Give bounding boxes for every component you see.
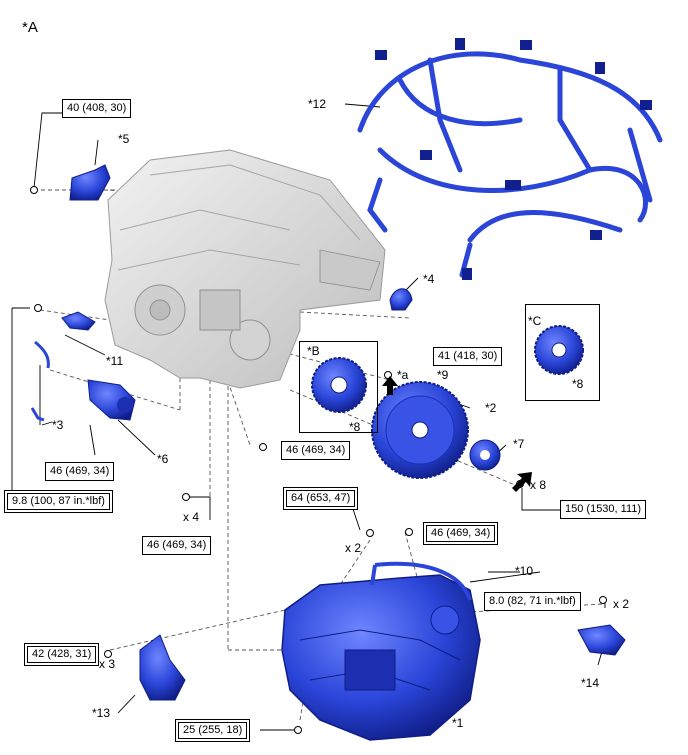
callout-6: *6 bbox=[157, 452, 169, 466]
torque-46-b: 46 (469, 34) bbox=[45, 462, 115, 481]
callout-3: *3 bbox=[52, 418, 64, 432]
callout-12: *12 bbox=[308, 97, 327, 111]
callout-4: *4 bbox=[423, 272, 435, 286]
torque-150: 150 (1530, 111) bbox=[560, 500, 647, 519]
callout-5: *5 bbox=[118, 132, 130, 146]
part-5-bracket bbox=[69, 164, 111, 201]
part-10-hose bbox=[370, 561, 472, 601]
torque-64: 64 (653, 47) bbox=[283, 487, 359, 510]
part-7-plate bbox=[469, 439, 501, 471]
wire-harness-connectors bbox=[375, 38, 652, 280]
torque-40: 40 (408, 30) bbox=[62, 99, 132, 118]
part-6-starter bbox=[87, 379, 136, 421]
detail-frame-b bbox=[299, 341, 378, 433]
torque-9-8: 9.8 (100, 87 in.*lbf) bbox=[4, 490, 113, 513]
bolt-40-icon bbox=[30, 186, 38, 194]
quantity-x4: x 4 bbox=[183, 510, 200, 524]
arrow-diagonal-icon bbox=[512, 472, 532, 492]
part-1-transaxle bbox=[281, 574, 481, 741]
callout-14: *14 bbox=[581, 676, 600, 690]
torque-46-d: 46 (469, 34) bbox=[423, 522, 499, 545]
wire-harness bbox=[357, 51, 663, 278]
callout-c: *C bbox=[528, 314, 542, 328]
quantity-x2-left: x 2 bbox=[345, 541, 362, 555]
torque-41: 41 (418, 30) bbox=[433, 347, 503, 366]
part-8-plate-right bbox=[534, 325, 584, 375]
torque-46-a: 46 (469, 34) bbox=[281, 441, 351, 460]
torque-46-d-text: 46 (469, 34) bbox=[426, 525, 496, 542]
part-13-mount bbox=[139, 634, 186, 701]
part-11-sensor bbox=[34, 311, 96, 369]
torque-42-text: 42 (428, 31) bbox=[27, 646, 97, 663]
callout-11: *11 bbox=[106, 354, 124, 368]
arrow-up-icon bbox=[382, 376, 398, 395]
part-8-plate-left bbox=[311, 357, 367, 413]
torque-8: 8.0 (82, 71 in.*lbf) bbox=[484, 592, 581, 611]
callout-1: *1 bbox=[452, 716, 464, 730]
quantity-x2-right: x 2 bbox=[613, 597, 630, 611]
view-label: *A bbox=[22, 19, 38, 36]
torque-25-text: 25 (255, 18) bbox=[178, 722, 248, 739]
bolt-98-icon bbox=[34, 304, 42, 312]
callout-b: *B bbox=[307, 344, 320, 358]
quantity-x3: x 3 bbox=[99, 657, 116, 671]
quantity-x8: x 8 bbox=[530, 478, 547, 492]
callout-8-left: *8 bbox=[349, 420, 361, 434]
engine-assembly bbox=[104, 149, 386, 389]
part-4-cover bbox=[389, 288, 413, 311]
callout-7: *7 bbox=[513, 437, 525, 451]
part-3-clip bbox=[30, 407, 45, 422]
torque-64-text: 64 (653, 47) bbox=[286, 490, 356, 507]
callout-9: *9 bbox=[437, 368, 449, 382]
callout-2: *2 bbox=[485, 401, 497, 415]
callout-13: *13 bbox=[92, 706, 111, 720]
callout-a: *a bbox=[397, 368, 409, 382]
torque-42: 42 (428, 31) bbox=[24, 643, 100, 666]
part-14-bracket bbox=[577, 624, 626, 656]
detail-frame-c bbox=[525, 304, 600, 401]
torque-25: 25 (255, 18) bbox=[175, 719, 251, 742]
torque-46-c: 46 (469, 34) bbox=[142, 536, 212, 555]
torque-9-8-text: 9.8 (100, 87 in.*lbf) bbox=[7, 493, 110, 510]
part-2-flywheel bbox=[371, 381, 469, 479]
callout-10: *10 bbox=[515, 564, 534, 578]
callout-8-right: *8 bbox=[572, 377, 584, 391]
